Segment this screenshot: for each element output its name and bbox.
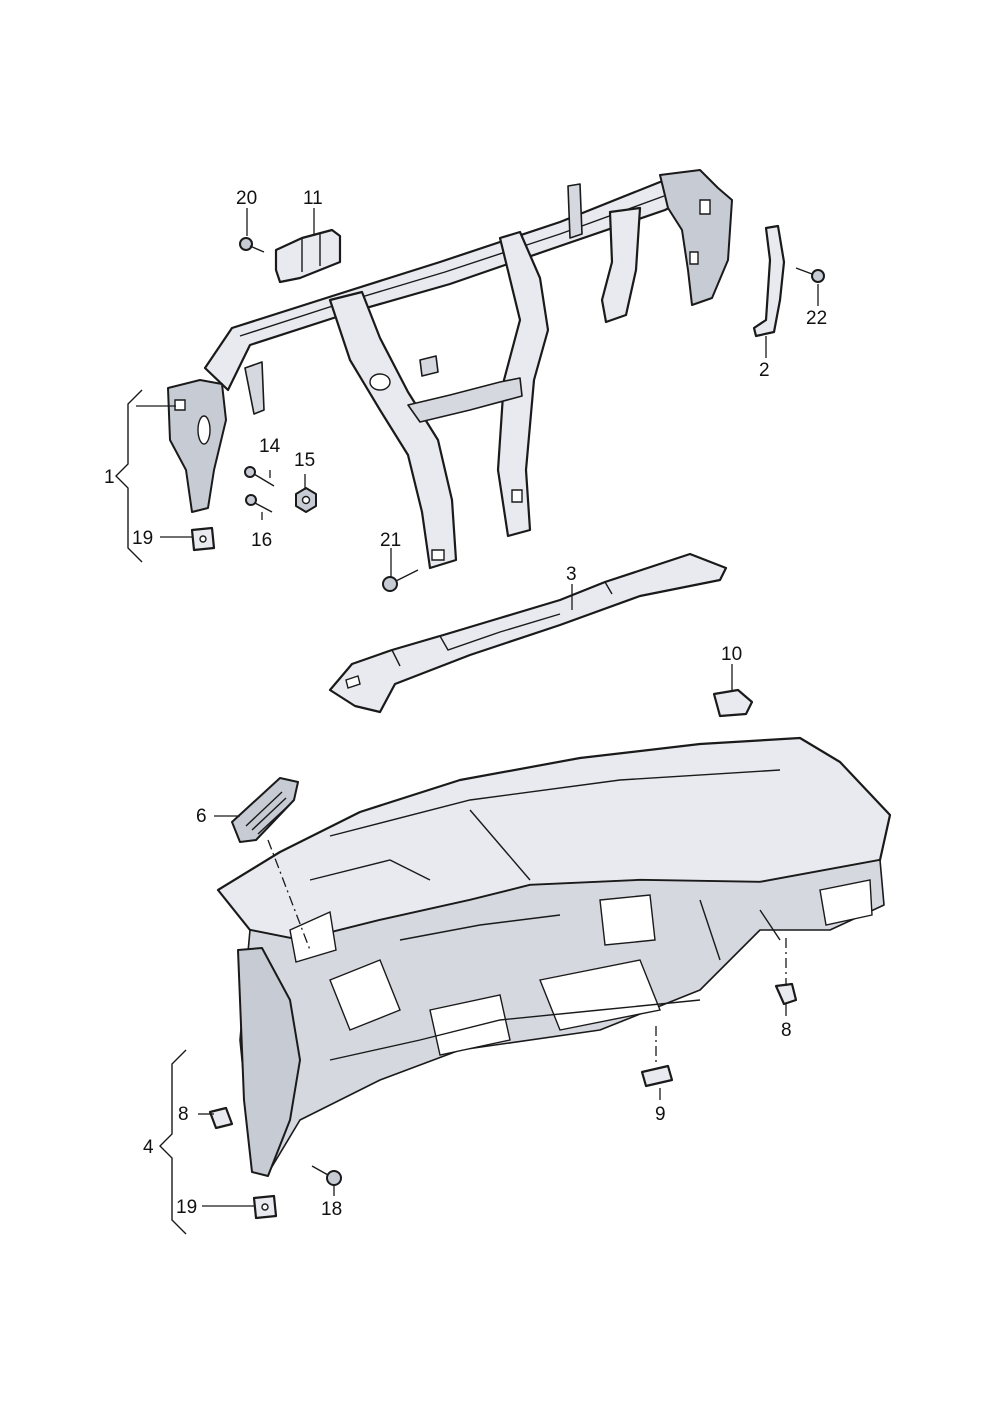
- bracket-2: [752, 224, 786, 338]
- fasteners-14-15-16: [244, 466, 317, 513]
- callout-16: 16: [251, 530, 272, 551]
- screw-21: [382, 569, 419, 592]
- callout-22: 22: [806, 308, 827, 329]
- callout-11: 11: [303, 188, 323, 209]
- air-vent-6: [231, 777, 299, 843]
- callout-1: 1: [104, 467, 115, 488]
- callout-3: 3: [566, 564, 577, 585]
- leader-lines: [136, 208, 819, 1207]
- lower-fasteners: [208, 982, 798, 1220]
- dashboard-4: [216, 736, 892, 1177]
- callout-10: 10: [721, 644, 742, 665]
- callout-19-top: 19: [132, 528, 153, 549]
- cross-member: [167, 169, 733, 570]
- clip-10: [712, 688, 754, 718]
- clip-nut-19-top: [190, 526, 216, 552]
- callout-9: 9: [655, 1104, 666, 1125]
- screw-22: [795, 267, 825, 283]
- callout-6: 6: [196, 806, 207, 827]
- callout-8-right: 8: [781, 1020, 792, 1041]
- cover-strip-3: [328, 552, 728, 714]
- bracket-11: [274, 228, 342, 284]
- callout-14: 14: [259, 436, 281, 457]
- callout-8-left: 8: [178, 1104, 189, 1125]
- callout-21: 21: [380, 530, 401, 551]
- bolt-20: [239, 237, 265, 253]
- callout-20: 20: [236, 188, 257, 209]
- group-brackets: [115, 389, 187, 1235]
- callout-2: 2: [759, 360, 770, 381]
- callout-labels: 1 2 3 4 6 8 8 9 10 11 14 15 16 18 19 19 …: [104, 188, 827, 1220]
- callout-15: 15: [294, 450, 315, 471]
- callout-18: 18: [321, 1199, 342, 1220]
- callout-19-bottom: 19: [176, 1197, 197, 1218]
- callout-4: 4: [143, 1137, 154, 1158]
